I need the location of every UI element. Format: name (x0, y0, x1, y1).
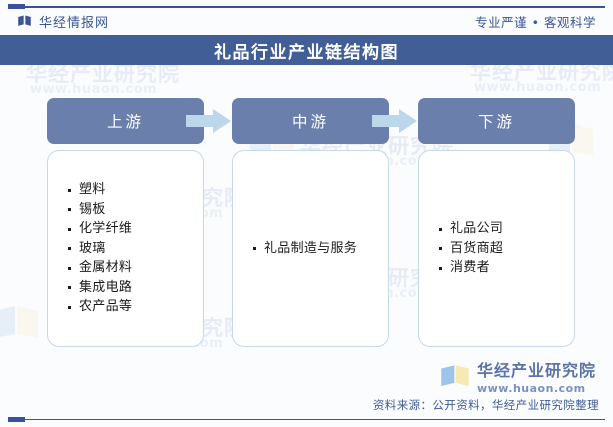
stage-item-list: 礼品公司 百货商超 消费者 (439, 219, 574, 278)
list-item: 农产品等 (68, 297, 203, 317)
stage-item-list: 塑料 锡板 化学纤维 玻璃 金属材料 集成电路 农产品等 (68, 180, 203, 317)
footer-logo: 华经产业研究院 www.huaon.com (440, 357, 596, 395)
bottom-divider (8, 416, 605, 422)
list-item: 锡板 (68, 200, 203, 220)
watermark-url: www.huaon.com (30, 82, 158, 97)
right-arrow-icon (372, 109, 417, 133)
list-item: 塑料 (68, 180, 203, 200)
page-title: 礼品行业产业链结构图 (214, 42, 399, 63)
list-item: 礼品公司 (439, 219, 574, 239)
watermark-url: www.huaon.com (474, 80, 602, 95)
brand-name: 华经情报网 (39, 16, 110, 31)
site-slogan: 专业严谨 • 客观科学 (475, 15, 596, 30)
stage-body-midstream: 礼品制造与服务 (232, 150, 389, 347)
stage-header-upstream: 上游 (47, 98, 204, 144)
right-arrow-icon (186, 109, 231, 133)
chain-stage-upstream: 上游 塑料 锡板 化学纤维 玻璃 金属材料 集成电路 农产品等 (47, 98, 204, 347)
chain-stage-downstream: 下游 礼品公司 百货商超 消费者 (418, 98, 575, 347)
list-item: 百货商超 (439, 239, 574, 259)
title-band: 礼品行业产业链结构图 (0, 35, 613, 65)
book-logo-icon (18, 15, 31, 26)
footer-logo-name: 华经产业研究院 (476, 361, 596, 380)
list-item: 集成电路 (68, 278, 203, 298)
list-item: 礼品制造与服务 (253, 239, 388, 259)
stage-item-list: 礼品制造与服务 (253, 239, 388, 259)
source-note: 资料来源：公开资料，华经产业研究院整理 (372, 398, 599, 412)
stage-body-downstream: 礼品公司 百货商超 消费者 (418, 150, 575, 347)
list-item: 消费者 (439, 258, 574, 278)
site-header: 华经情报网 专业严谨 • 客观科学 (0, 9, 613, 34)
footer-logo-url: www.huaon.com (476, 382, 586, 395)
stage-header-midstream: 中游 (232, 98, 389, 144)
book-logo-icon (441, 365, 469, 386)
stage-body-upstream: 塑料 锡板 化学纤维 玻璃 金属材料 集成电路 农产品等 (47, 150, 204, 347)
list-item: 化学纤维 (68, 219, 203, 239)
list-item: 玻璃 (68, 239, 203, 259)
top-divider (8, 4, 605, 9)
list-item: 金属材料 (68, 258, 203, 278)
industry-chain-diagram: 上游 塑料 锡板 化学纤维 玻璃 金属材料 集成电路 农产品等 中游 (0, 98, 613, 363)
chain-stage-midstream: 中游 礼品制造与服务 (232, 98, 389, 347)
stage-header-downstream: 下游 (418, 98, 575, 144)
brand: 华经情报网 (17, 12, 109, 31)
